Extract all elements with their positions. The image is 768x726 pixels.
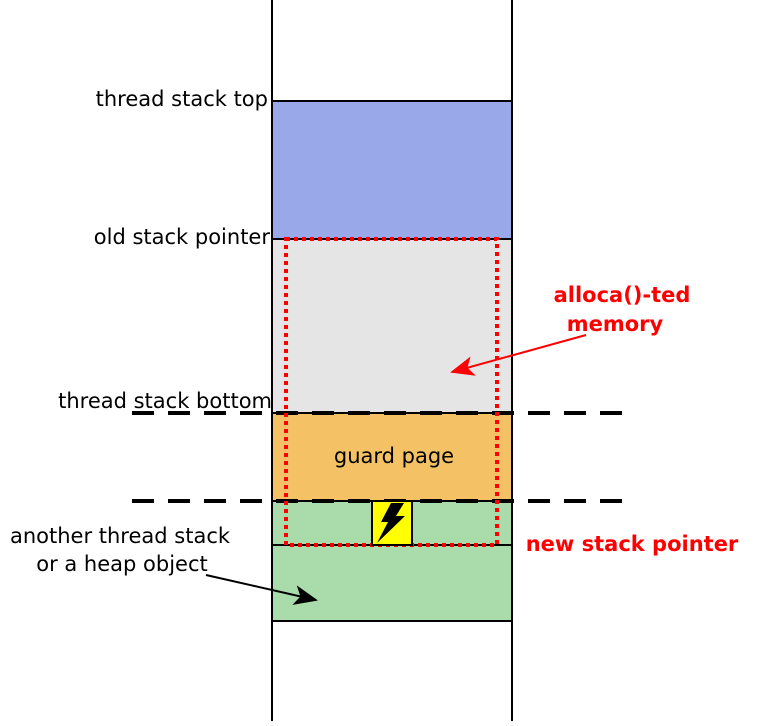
- alloca-arrow: [450, 334, 587, 376]
- guard-page-label: guard page: [334, 444, 454, 468]
- another-region-label-line2: or a heap object: [36, 552, 208, 576]
- alloca-label-line2: memory: [567, 312, 664, 336]
- another-region-label-line1: another thread stack: [10, 524, 231, 548]
- thread-stack-bottom-label: thread stack bottom: [58, 389, 272, 413]
- free-stack-region: [271, 238, 513, 414]
- guard-page-region: [271, 412, 513, 502]
- another-region-arrow: [205, 574, 318, 605]
- alloca-region-outline: [284, 237, 499, 547]
- alloca-label-line1: alloca()-ted: [554, 283, 691, 307]
- new-stack-pointer-label: new stack pointer: [526, 532, 739, 556]
- lightning-bolt-icon: [371, 500, 413, 546]
- used-stack-region: [271, 100, 513, 240]
- thread-stack-top-label: thread stack top: [96, 87, 268, 111]
- other-region-bottom: [271, 544, 513, 622]
- old-stack-pointer-label: old stack pointer: [94, 225, 271, 249]
